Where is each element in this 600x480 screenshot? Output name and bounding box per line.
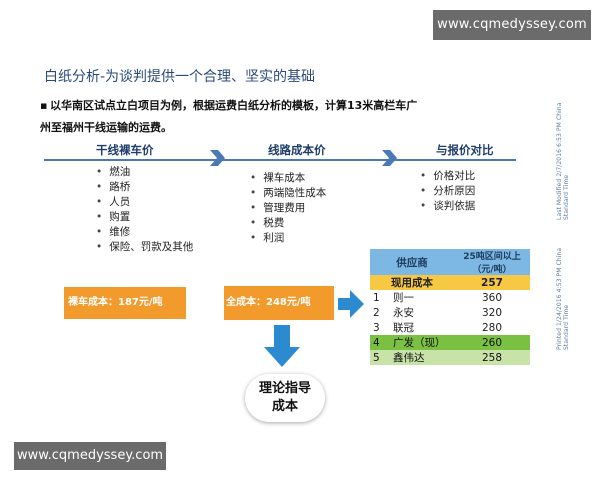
row-supplier: 则一 [390,290,454,305]
table-row: 2 永安 320 [370,305,530,320]
chevron-right-icon [210,150,225,166]
phase-title-quote-compare: 与报价对比 [436,143,494,157]
timeline-line [44,159,516,161]
supplier-price-table: 供应商 25吨区间以上（元/吨） 现用成本 257 1 则一 360 2 永安 … [370,249,530,365]
table-row: 1 则一 360 [370,290,530,305]
row-value: 320 [454,305,530,320]
table-row: 5 鑫伟达 258 [370,350,530,365]
list-item: 分析原因 [420,184,475,199]
header-supplier: 供应商 [370,249,454,275]
phase-list-route-cost: 裸车成本 两端隐性成本 管理费用 税费 利润 [250,171,326,246]
theory-line-2: 成本 [271,399,298,414]
table-row-highlight: 4 广发（现） 260 [370,335,530,350]
phase-title-bare-price: 干线裸车价 [96,143,154,157]
phase-title-route-cost: 线路成本价 [268,143,326,157]
row-value: 280 [454,320,530,335]
list-item: 两端隐性成本 [250,186,326,201]
row-supplier: 鑫伟达 [390,350,454,365]
row-index: 5 [370,350,390,365]
slide-title: 白纸分析-为谈判提供一个合理、坚实的基础 [44,69,316,85]
arrow-down-icon [264,325,300,367]
phase-list-quote-compare: 价格对比 分析原因 谈判依据 [420,169,475,214]
arrow-right-icon [338,290,364,318]
side-note-modified: Last Modified 2/7/2016 6:53 PM China Sta… [556,102,570,220]
list-item: 维修 [96,225,193,240]
list-item: 人员 [96,195,193,210]
chevron-right-icon [382,150,397,166]
row-supplier: 联冠 [390,320,454,335]
intro-text: 以华南区试点立白项目为例，根据运费白纸分析的模板，计算13米高栏车广州至福州干线… [40,99,418,134]
list-item: 购置 [96,210,193,225]
list-item: 裸车成本 [250,171,326,186]
theory-line-1: 理论指导 [258,381,311,396]
table-row: 3 联冠 280 [370,320,530,335]
bare-cost-box: 裸车成本：187元/吨 [64,287,186,319]
list-item: 燃油 [96,165,193,180]
row-value: 360 [454,290,530,305]
table-header-row: 供应商 25吨区间以上（元/吨） [370,249,530,275]
list-item: 谈判依据 [420,199,475,214]
row-index: 2 [370,305,390,320]
watermark-bottom: www.cqmedyssey.com [14,442,166,470]
row-index: 4 [370,335,390,350]
list-item: 利润 [250,231,326,246]
watermark-top: www.cqmedyssey.com [433,10,591,40]
row-index: 1 [370,290,390,305]
bullet-dot-icon: ▪ [40,99,48,112]
full-cost-box: 全成本：248元/吨 [224,286,334,320]
list-item: 路桥 [96,180,193,195]
current-label: 现用成本 [370,275,454,290]
list-item: 税费 [250,216,326,231]
side-note-printed: Printed 1/24/2016 4:53 PM China Standard… [556,247,570,350]
phase-list-bare-price: 燃油 路桥 人员 购置 维修 保险、罚款及其他 [96,165,193,255]
list-item: 保险、罚款及其他 [96,240,193,255]
row-supplier: 广发（现） [390,335,454,350]
list-item: 价格对比 [420,169,475,184]
header-price: 25吨区间以上（元/吨） [454,249,530,275]
current-value: 257 [454,275,530,290]
row-value: 260 [454,335,530,350]
row-index: 3 [370,320,390,335]
list-item: 管理费用 [250,201,326,216]
table-row-current: 现用成本 257 [370,275,530,290]
row-value: 258 [454,350,530,365]
row-supplier: 永安 [390,305,454,320]
theory-cost-bubble: 理论指导 成本 [245,374,325,422]
intro-bullet: ▪以华南区试点立白项目为例，根据运费白纸分析的模板，计算13米高栏车广州至福州干… [40,95,420,139]
